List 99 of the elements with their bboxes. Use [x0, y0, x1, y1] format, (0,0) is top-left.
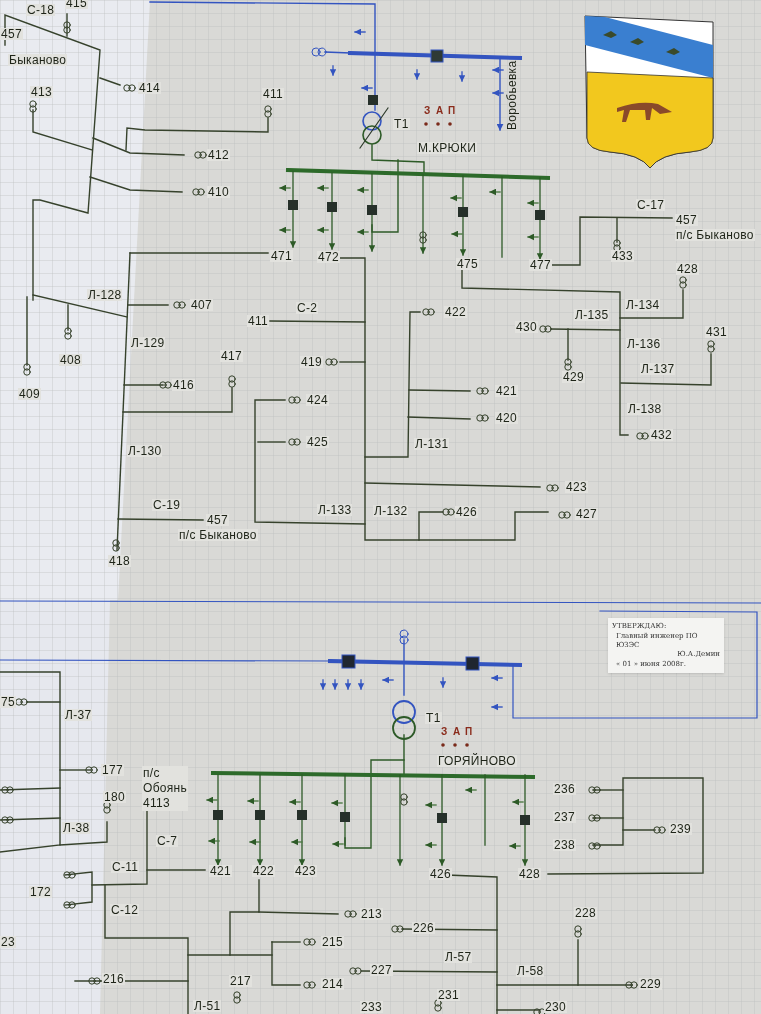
diagram-label: 227 [370, 964, 393, 976]
diagram-label: 426 [429, 868, 452, 880]
diagram-label: 410 [207, 186, 230, 198]
diagram-label: С-11 [111, 861, 140, 873]
diagram-label: 238 [553, 839, 576, 851]
diagram-label: 411 [262, 88, 285, 100]
diagram-label: 418 [108, 555, 131, 567]
diagram-label: С-19 [152, 499, 182, 511]
diagram-label: п/с Быканово [675, 229, 755, 241]
diagram-label: Т1 [393, 118, 410, 130]
diagram-label: 428 [676, 263, 699, 275]
diagram-label: 420 [495, 412, 518, 424]
diagram-label: 429 [562, 371, 585, 383]
diagram-label: 424 [306, 394, 329, 406]
diagram-label: 239 [669, 823, 692, 835]
diagram-label: С-7 [156, 835, 179, 847]
diagram-label: 215 [321, 936, 344, 948]
diagram-label: 409 [18, 388, 41, 400]
diagram-label: 413 [30, 86, 53, 98]
diagram-label: 75 [0, 696, 16, 708]
diagram-label: С-12 [110, 904, 140, 916]
diagram-label: А [436, 106, 444, 116]
diagram-label: С-2 [296, 302, 319, 314]
diagram-label: 427 [575, 508, 598, 520]
diagram-label: А [453, 727, 461, 737]
diagram-label: 423 [565, 481, 588, 493]
diagram-label: Л-128 [87, 289, 123, 301]
diagram-label: 422 [252, 865, 275, 877]
diagram-label: ГОРЯЙНОВО [437, 755, 517, 767]
diagram-label: 471 [270, 250, 293, 262]
diagram-label: 412 [207, 149, 230, 161]
diagram-label: 229 [639, 978, 662, 990]
diagram-label: С-17 [636, 199, 666, 211]
diagram-label: С-18 [26, 4, 56, 16]
diagram-label: Л-132 [373, 505, 409, 517]
diagram-label: 457 [206, 514, 229, 526]
diagram-label: 214 [321, 978, 344, 990]
diagram-label: 431 [705, 326, 728, 338]
diagram-label: 417 [220, 350, 243, 362]
diagram-label: 475 [456, 258, 479, 270]
diagram-label: 237 [553, 811, 576, 823]
diagram-label: Т1 [425, 712, 442, 724]
diagram-label: 432 [650, 429, 673, 441]
diagram-label: п/с Обоянь 4113 [142, 766, 188, 811]
diagram-label: 425 [306, 436, 329, 448]
diagram-label: 407 [190, 299, 213, 311]
diagram-label: М.КРЮКИ [417, 142, 478, 154]
diagram-label: Л-134 [625, 299, 661, 311]
diagram-label: Л-138 [627, 403, 663, 415]
diagram-label: 408 [59, 354, 82, 366]
diagram-label: 236 [553, 783, 576, 795]
diagram-label: З [424, 106, 431, 116]
diagram-label: Л-135 [574, 309, 610, 321]
diagram-label: Л-133 [317, 504, 353, 516]
diagram-label: 426 [455, 506, 478, 518]
diagram-label: 457 [675, 214, 698, 226]
diagram-label: Л-38 [62, 822, 91, 834]
diagram-label: 411 [247, 315, 270, 327]
diagram-label: 457 [0, 28, 23, 40]
diagram-label: 216 [102, 973, 125, 985]
diagram-label: 231 [437, 989, 460, 1001]
diagram-label: Л-129 [130, 337, 166, 349]
diagram-label: Л-131 [414, 438, 450, 450]
diagram-label: 433 [611, 250, 634, 262]
diagram-label: 180 [103, 791, 126, 803]
diagram-label: п/с Быканово [178, 529, 258, 541]
diagram-label: Л-37 [64, 709, 93, 721]
diagram-label: 226 [412, 922, 435, 934]
diagram-label: Л-51 [193, 1000, 222, 1012]
diagram-label: 421 [495, 385, 518, 397]
diagram-label: Л-136 [626, 338, 662, 350]
diagram-label: 177 [101, 764, 124, 776]
diagram-label: 172 [29, 886, 52, 898]
diagram-label: Л-58 [516, 965, 545, 977]
diagram-label: З [441, 727, 448, 737]
diagram-label: 428 [518, 868, 541, 880]
diagram-label: 213 [360, 908, 383, 920]
diagram-label: 416 [172, 379, 195, 391]
diagram-label: Л-137 [640, 363, 676, 375]
diagram-label: 472 [317, 251, 340, 263]
approval-note [608, 618, 724, 673]
feeder-name: Воробьевка [504, 60, 520, 130]
diagram-label: П [448, 106, 456, 116]
diagram-label: 430 [515, 321, 538, 333]
diagram-label: 414 [138, 82, 161, 94]
diagram-label: Л-57 [444, 951, 473, 963]
diagram-label: 423 [294, 865, 317, 877]
diagram-label: 233 [360, 1001, 383, 1013]
diagram-label: Л-130 [127, 445, 163, 457]
diagram-label: 477 [529, 259, 552, 271]
diagram-label: 422 [444, 306, 467, 318]
diagram-label: 23 [0, 936, 16, 948]
diagram-label: 230 [544, 1001, 567, 1013]
diagram-label: 217 [229, 975, 252, 987]
diagram-label: 421 [209, 865, 232, 877]
diagram-label: 228 [574, 907, 597, 919]
diagram-label: Быканово [8, 54, 68, 66]
diagram-label: 419 [300, 356, 323, 368]
diagram-label: П [465, 727, 473, 737]
